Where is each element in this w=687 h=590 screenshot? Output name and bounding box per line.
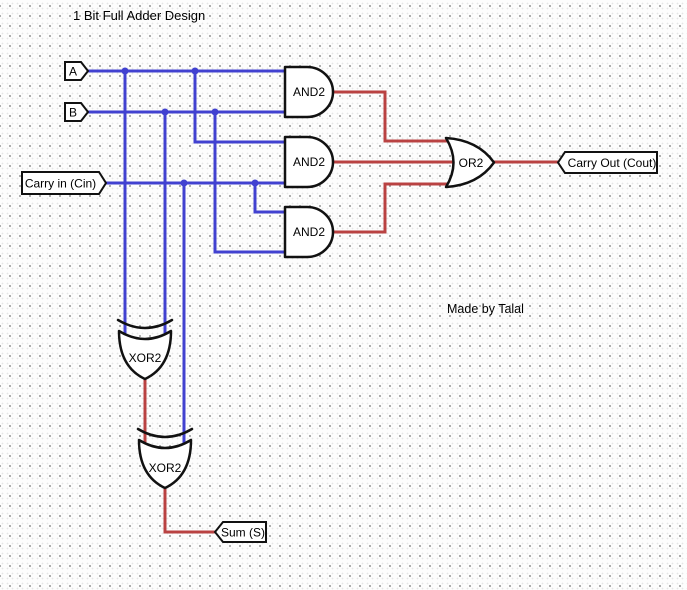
output-tag-shape [213,521,267,543]
net-outputs [143,90,560,534]
wire-a-to-and2[interactable] [193,71,285,144]
net-input-b [84,108,285,336]
port-input-a[interactable]: A [64,61,90,81]
input-tag-shape [21,171,108,195]
gate-xor1[interactable]: XOR2 [116,318,174,381]
xor-extra-curve [136,427,194,439]
gate-and2-label: AND2 [293,155,325,169]
input-tag-shape [64,102,90,122]
xor-gate-shape [117,329,173,381]
junction-dot [180,179,188,187]
wire-and3-to-or[interactable] [333,182,450,234]
carry-out-label: Carry Out (Cout) [568,156,657,170]
xor-extra-curve [116,318,174,330]
or-gate-shape [444,136,496,189]
port-carry-out[interactable]: Carry Out (Cout) [556,151,658,174]
port-sum[interactable]: Sum (S) [213,521,267,543]
junction-dot [161,108,169,116]
port-b-label: B [69,106,77,120]
wire-and1-to-or[interactable] [333,90,450,143]
credit-note: Made by Talal [447,302,524,316]
and-gate-shape [283,135,335,189]
gate-and1-label: AND2 [293,85,325,99]
gate-and3[interactable]: AND2 [283,205,335,259]
gate-xor2-label: XOR2 [149,461,182,475]
junction-dot [251,179,259,187]
input-tag-shape [64,61,90,81]
wire-b-to-and3[interactable] [213,112,285,254]
and-gate-shape [283,65,335,119]
sum-label: Sum (S) [221,526,265,540]
xor-gate-shape [137,438,193,490]
gate-and2[interactable]: AND2 [283,135,335,189]
port-carry-in[interactable]: Carry in (Cin) [21,171,108,195]
gate-and1[interactable]: AND2 [283,65,335,119]
gate-and3-label: AND2 [293,225,325,239]
port-input-b[interactable]: B [64,102,90,122]
and-gate-shape [283,205,335,259]
wire-cin-to-and3[interactable] [253,183,285,214]
schematic-title: 1 Bit Full Adder Design [73,8,205,23]
junction-dot [121,67,129,75]
carry-in-label: Carry in (Cin) [25,177,96,191]
junction-dot [211,108,219,116]
junction-dot [191,67,199,75]
net-input-a [84,67,285,336]
gate-or1[interactable]: OR2 [444,136,496,189]
gate-xor1-label: XOR2 [129,351,162,365]
wire-xor2-to-sum[interactable] [163,487,217,534]
output-tag-shape [556,151,658,174]
port-a-label: A [69,65,77,79]
gate-xor2[interactable]: XOR2 [136,427,194,490]
gate-or1-label: OR2 [459,156,484,170]
net-carry-in [102,179,285,446]
